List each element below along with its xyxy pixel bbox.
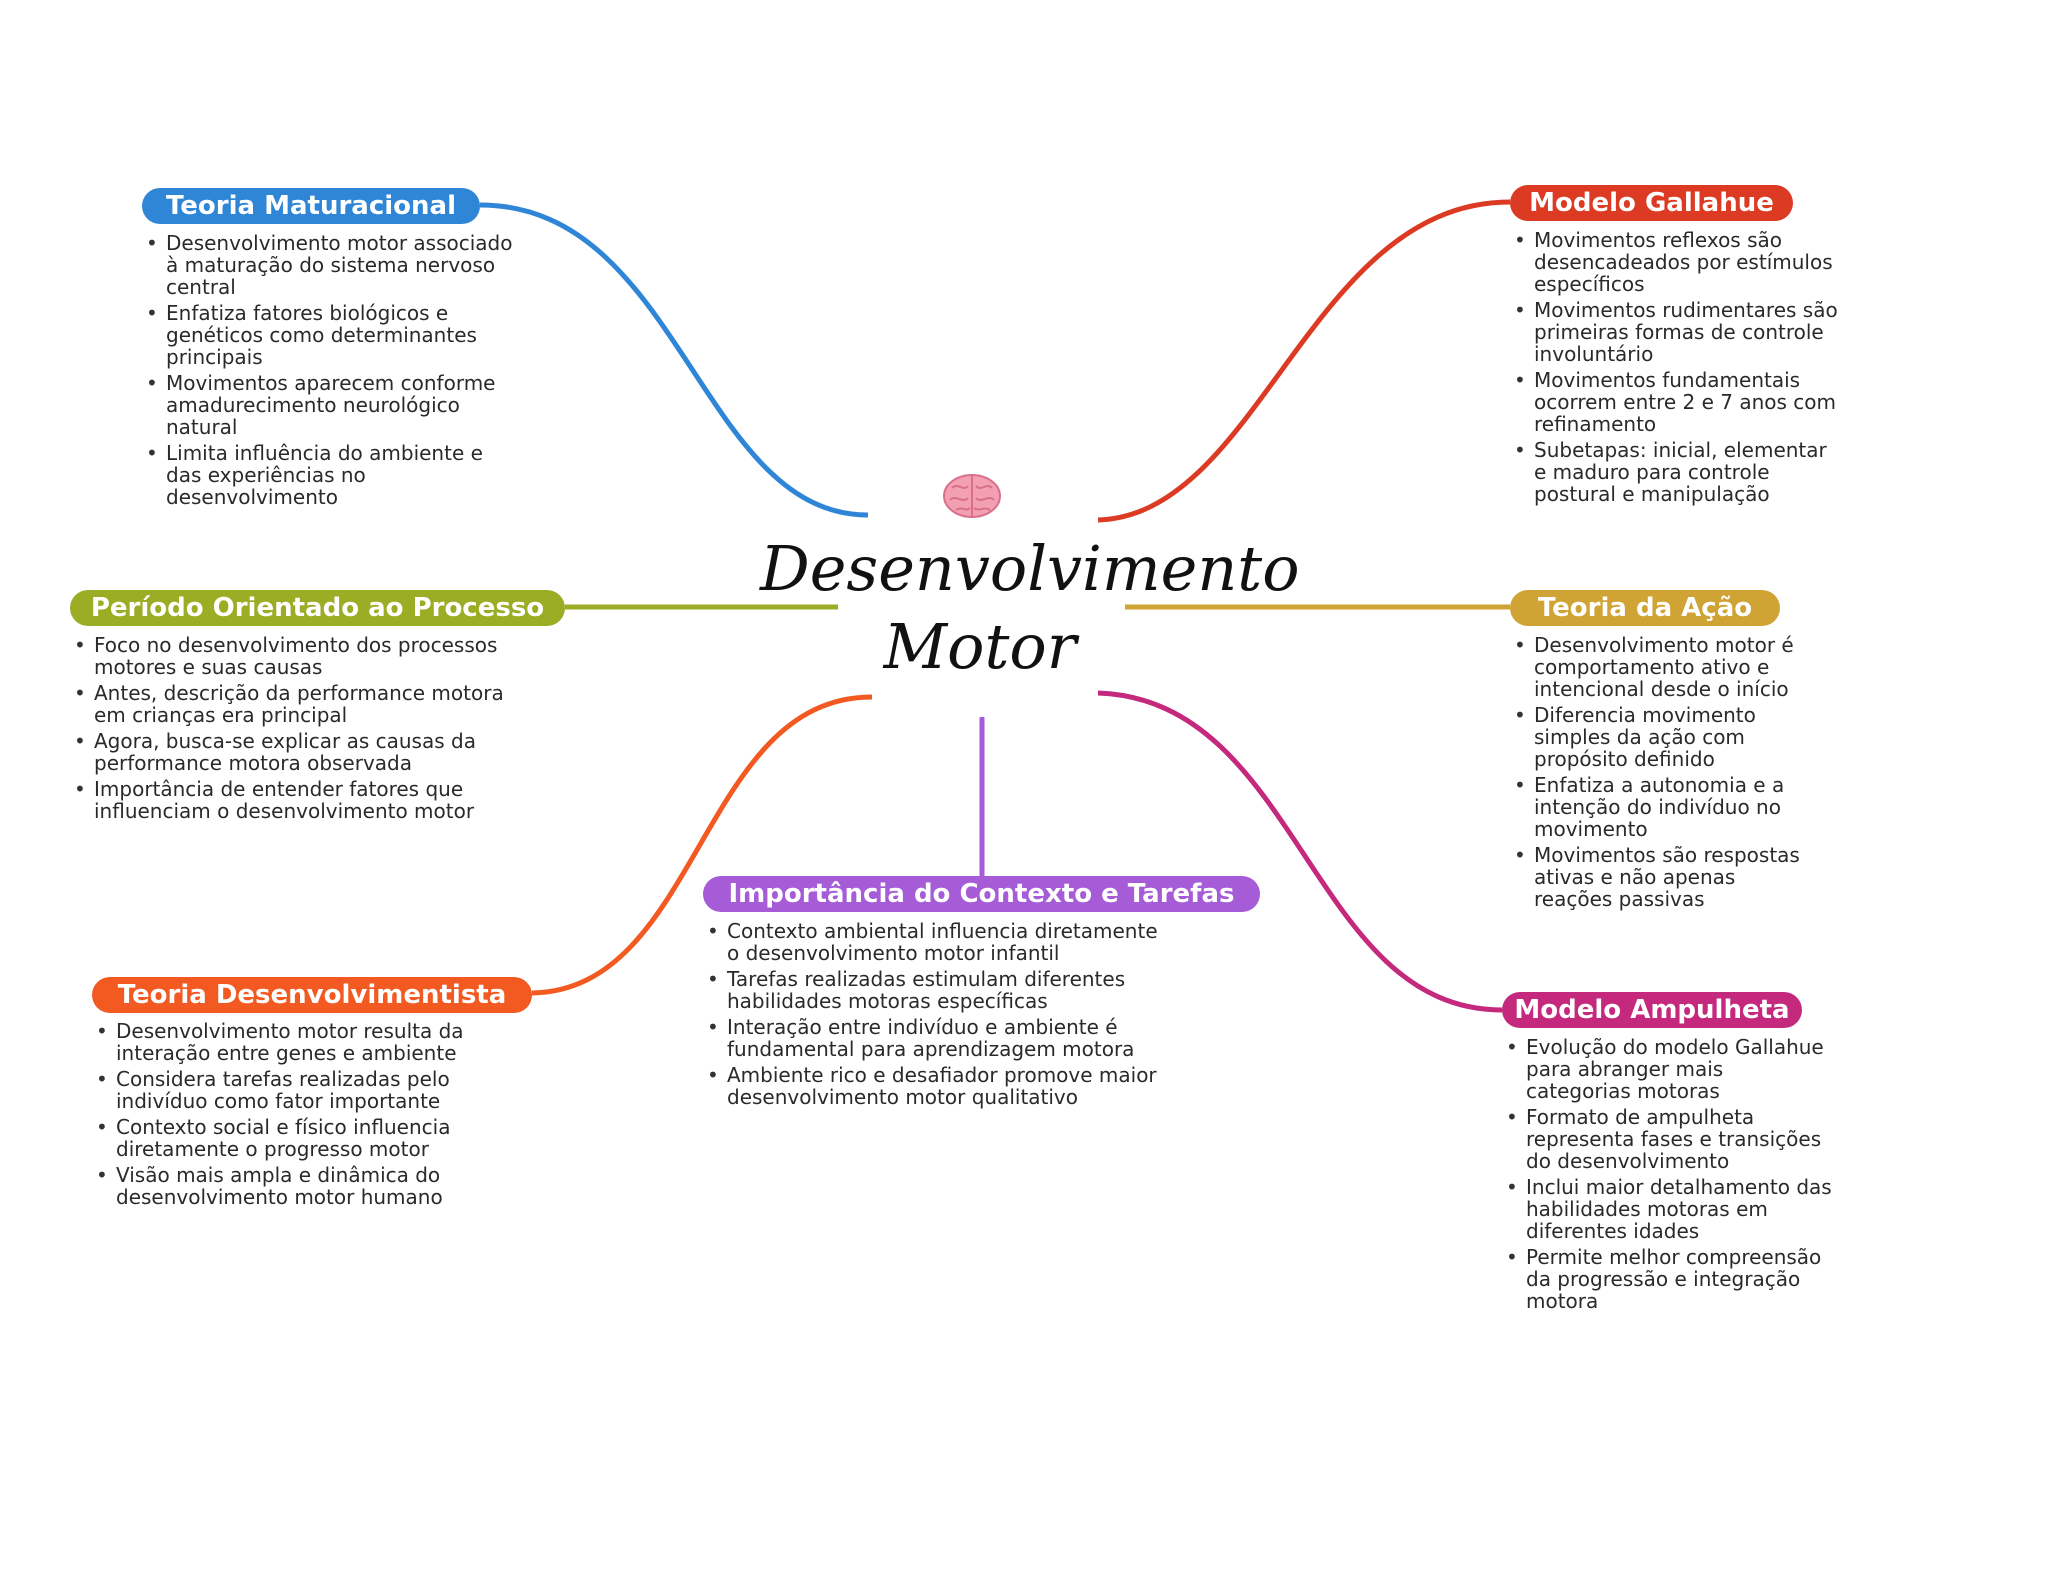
list-item: Permite melhor compreensão da progressão… — [1502, 1246, 1832, 1312]
list-item: Desenvolvimento motor resulta da interaç… — [92, 1020, 492, 1064]
branch-modelo-ampulheta[interactable]: Modelo Ampulheta — [1502, 992, 1802, 1028]
list-item: Evolução do modelo Gallahue para abrange… — [1502, 1036, 1832, 1102]
list-item: Tarefas realizadas estimulam diferentes … — [703, 968, 1173, 1012]
list-item: Movimentos rudimentares são primeiras fo… — [1510, 299, 1840, 365]
list-item: Interação entre indivíduo e ambiente é f… — [703, 1016, 1173, 1060]
ampulheta-list: Evolução do modelo Gallahue para abrange… — [1502, 1036, 1832, 1316]
branch-periodo-orientado[interactable]: Período Orientado ao Processo — [70, 590, 565, 626]
list-item: Contexto ambiental influencia diretament… — [703, 920, 1173, 964]
list-item: Ambiente rico e desafiador promove maior… — [703, 1064, 1173, 1108]
brain-icon — [943, 474, 1001, 518]
periodo-list: Foco no desenvolvimento dos processos mo… — [70, 634, 520, 826]
central-title-line1: Desenvolvimento — [760, 532, 1300, 605]
list-item: Importância de entender fatores que infl… — [70, 778, 520, 822]
branch-teoria-maturacional[interactable]: Teoria Maturacional — [142, 188, 480, 224]
connector-ampulheta — [1097, 690, 1503, 1013]
list-item: Movimentos aparecem conforme amadurecime… — [142, 372, 522, 438]
desenvolvimentista-list: Desenvolvimento motor resulta da interaç… — [92, 1020, 492, 1212]
acao-list: Desenvolvimento motor é comportamento at… — [1510, 634, 1810, 914]
list-item: Desenvolvimento motor associado à matura… — [142, 232, 522, 298]
list-item: Subetapas: inicial, elementar e maduro p… — [1510, 439, 1840, 505]
connector-desenvolvimentista — [531, 694, 873, 996]
list-item: Limita influência do ambiente e das expe… — [142, 442, 522, 508]
list-item: Foco no desenvolvimento dos processos mo… — [70, 634, 520, 678]
list-item: Enfatiza a autonomia e a intenção do ind… — [1510, 774, 1810, 840]
central-title-line2: Motor — [883, 610, 1077, 683]
contexto-list: Contexto ambiental influencia diretament… — [703, 920, 1173, 1112]
connector-gallahue — [1097, 199, 1511, 523]
list-item: Movimentos são respostas ativas e não ap… — [1510, 844, 1810, 910]
branch-modelo-gallahue[interactable]: Modelo Gallahue — [1510, 185, 1793, 221]
central-topic[interactable]: Desenvolvimento Motor — [760, 530, 1300, 686]
list-item: Agora, busca-se explicar as causas da pe… — [70, 730, 520, 774]
connector-maturacional — [479, 202, 869, 518]
branch-teoria-desenvolvimentista[interactable]: Teoria Desenvolvimentista — [92, 977, 532, 1013]
list-item: Movimentos reflexos são desencadeados po… — [1510, 229, 1840, 295]
maturacional-list: Desenvolvimento motor associado à matura… — [142, 232, 522, 512]
list-item: Contexto social e físico influencia dire… — [92, 1116, 492, 1160]
list-item: Visão mais ampla e dinâmica do desenvolv… — [92, 1164, 492, 1208]
branch-teoria-acao[interactable]: Teoria da Ação — [1510, 590, 1780, 626]
list-item: Movimentos fundamentais ocorrem entre 2 … — [1510, 369, 1840, 435]
list-item: Diferencia movimento simples da ação com… — [1510, 704, 1810, 770]
branch-importancia-contexto[interactable]: Importância do Contexto e Tarefas — [703, 876, 1260, 912]
list-item: Desenvolvimento motor é comportamento at… — [1510, 634, 1810, 700]
list-item: Formato de ampulheta representa fases e … — [1502, 1106, 1832, 1172]
list-item: Antes, descrição da performance motora e… — [70, 682, 520, 726]
gallahue-list: Movimentos reflexos são desencadeados po… — [1510, 229, 1840, 509]
list-item: Considera tarefas realizadas pelo indiví… — [92, 1068, 492, 1112]
list-item: Enfatiza fatores biológicos e genéticos … — [142, 302, 522, 368]
list-item: Inclui maior detalhamento das habilidade… — [1502, 1176, 1832, 1242]
